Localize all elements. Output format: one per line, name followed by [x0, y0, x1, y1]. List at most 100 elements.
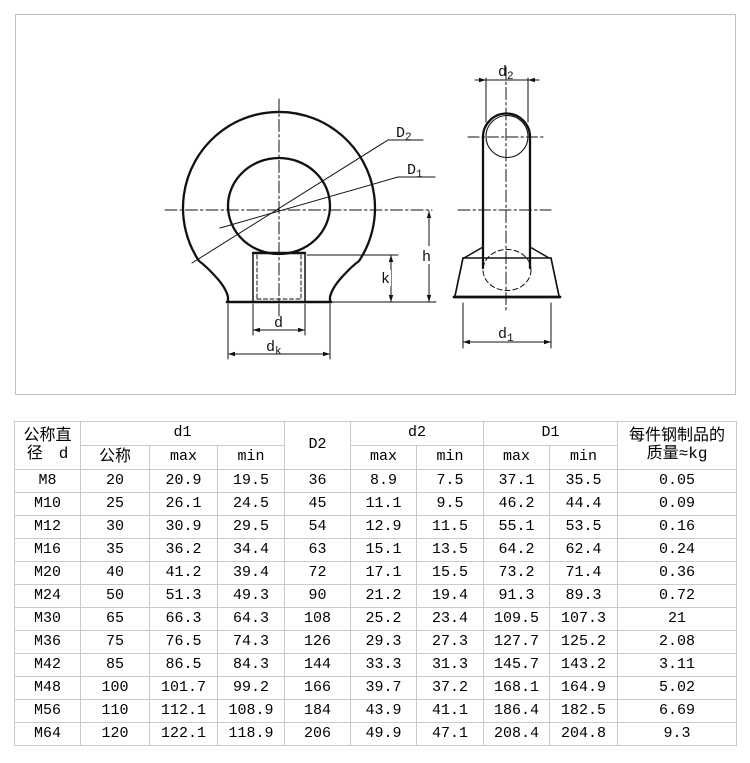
table-cell: 71.4: [549, 561, 619, 585]
table-cell: 29.3: [350, 630, 418, 654]
spec-table-header: 公称直 径 d d1 D2 d2 D1 每件钢制品的 质量≈kg 公称 max …: [14, 421, 738, 470]
table-cell: 35: [80, 538, 150, 562]
label-h: h: [422, 249, 431, 266]
table-cell: 45: [284, 492, 352, 516]
table-cell: 101.7: [149, 676, 218, 700]
table-cell: 39.7: [350, 676, 418, 700]
table-cell: 144: [284, 653, 352, 677]
table-cell: 25: [80, 492, 150, 516]
eye-nut-drawing: D2 D1 d dk k h: [164, 64, 562, 360]
table-cell: 17.1: [350, 561, 418, 585]
label-dk: dk: [266, 339, 282, 358]
hk-extension-lines: [306, 254, 437, 303]
table-cell: 143.2: [549, 653, 619, 677]
table-cell: 44.4: [549, 492, 619, 516]
table-cell: 186.4: [483, 699, 551, 723]
table-cell: 0.24: [617, 538, 738, 562]
table-cell: 64.3: [216, 607, 286, 631]
bottom-hole-circle: [482, 249, 532, 291]
table-cell: 166: [284, 676, 352, 700]
table-cell: 35.5: [549, 469, 619, 493]
table-cell: 204.8: [549, 722, 619, 746]
header-d2-max: max: [350, 445, 418, 470]
table-cell: 31.3: [416, 653, 485, 677]
table-cell: M16: [14, 538, 81, 562]
table-cell: M56: [14, 699, 81, 723]
label-D1: D1: [407, 162, 423, 181]
table-cell: 30.9: [149, 515, 218, 539]
header-weight-line1: 每件钢制品的: [629, 426, 726, 445]
table-cell: 0.05: [617, 469, 738, 493]
table-cell: 43.9: [350, 699, 418, 723]
table-cell: 126: [284, 630, 352, 654]
table-cell: 120: [80, 722, 150, 746]
label-d2-side: d2: [498, 64, 514, 83]
table-cell: 74.3: [216, 630, 286, 654]
table-cell: 66.3: [149, 607, 218, 631]
table-cell: 125.2: [549, 630, 619, 654]
table-cell: 53.5: [549, 515, 619, 539]
header-D1-max: max: [483, 445, 551, 470]
table-cell: 75: [80, 630, 150, 654]
table-cell: 89.3: [549, 584, 619, 608]
table-cell: M24: [14, 584, 81, 608]
table-cell: 2.08: [617, 630, 738, 654]
table-cell: 109.5: [483, 607, 551, 631]
table-cell: 110: [80, 699, 150, 723]
table-cell: 13.5: [416, 538, 485, 562]
table-cell: 55.1: [483, 515, 551, 539]
table-cell: 54: [284, 515, 352, 539]
table-cell: 20: [80, 469, 150, 493]
table-cell: 0.36: [617, 561, 738, 585]
label-D2: D2: [396, 125, 412, 144]
table-cell: 25.2: [350, 607, 418, 631]
table-cell: M64: [14, 722, 81, 746]
table-cell: 11.5: [416, 515, 485, 539]
thread-hidden-lines: [256, 254, 302, 300]
base-sides-side: [454, 257, 560, 297]
table-cell: 100: [80, 676, 150, 700]
table-cell: M10: [14, 492, 81, 516]
side-view: [452, 66, 562, 349]
spec-table: 公称直 径 d d1 D2 d2 D1 每件钢制品的 质量≈kg 公称 max …: [14, 421, 738, 746]
table-cell: 23.4: [416, 607, 485, 631]
table-cell: 0.09: [617, 492, 738, 516]
table-cell: 39.4: [216, 561, 286, 585]
table-cell: 164.9: [549, 676, 619, 700]
header-D1-min: min: [549, 445, 619, 470]
table-cell: 30: [80, 515, 150, 539]
table-cell: 12.9: [350, 515, 418, 539]
table-cell: 51.3: [149, 584, 218, 608]
table-cell: 206: [284, 722, 352, 746]
header-d1-nominal: 公称: [80, 445, 150, 470]
table-cell: 122.1: [149, 722, 218, 746]
label-d1-side: d1: [498, 326, 514, 345]
table-cell: 107.3: [549, 607, 619, 631]
table-cell: 73.2: [483, 561, 551, 585]
table-cell: 168.1: [483, 676, 551, 700]
table-cell: 90: [284, 584, 352, 608]
top-hole-circle: [485, 114, 529, 159]
header-nominal-diameter-line1: 公称直: [23, 426, 72, 445]
d2-extension-lines: [485, 77, 529, 123]
base-transition-lines: [463, 246, 550, 259]
table-cell: 72: [284, 561, 352, 585]
table-cell: 41.2: [149, 561, 218, 585]
table-cell: 8.9: [350, 469, 418, 493]
table-cell: 27.3: [416, 630, 485, 654]
table-cell: 0.72: [617, 584, 738, 608]
table-cell: 33.3: [350, 653, 418, 677]
table-cell: M12: [14, 515, 81, 539]
header-D2: D2: [284, 421, 352, 470]
table-cell: 34.4: [216, 538, 286, 562]
table-cell: 49.9: [350, 722, 418, 746]
table-cell: 182.5: [549, 699, 619, 723]
header-weight-line2: 质量≈kg: [646, 444, 708, 463]
table-cell: 118.9: [216, 722, 286, 746]
